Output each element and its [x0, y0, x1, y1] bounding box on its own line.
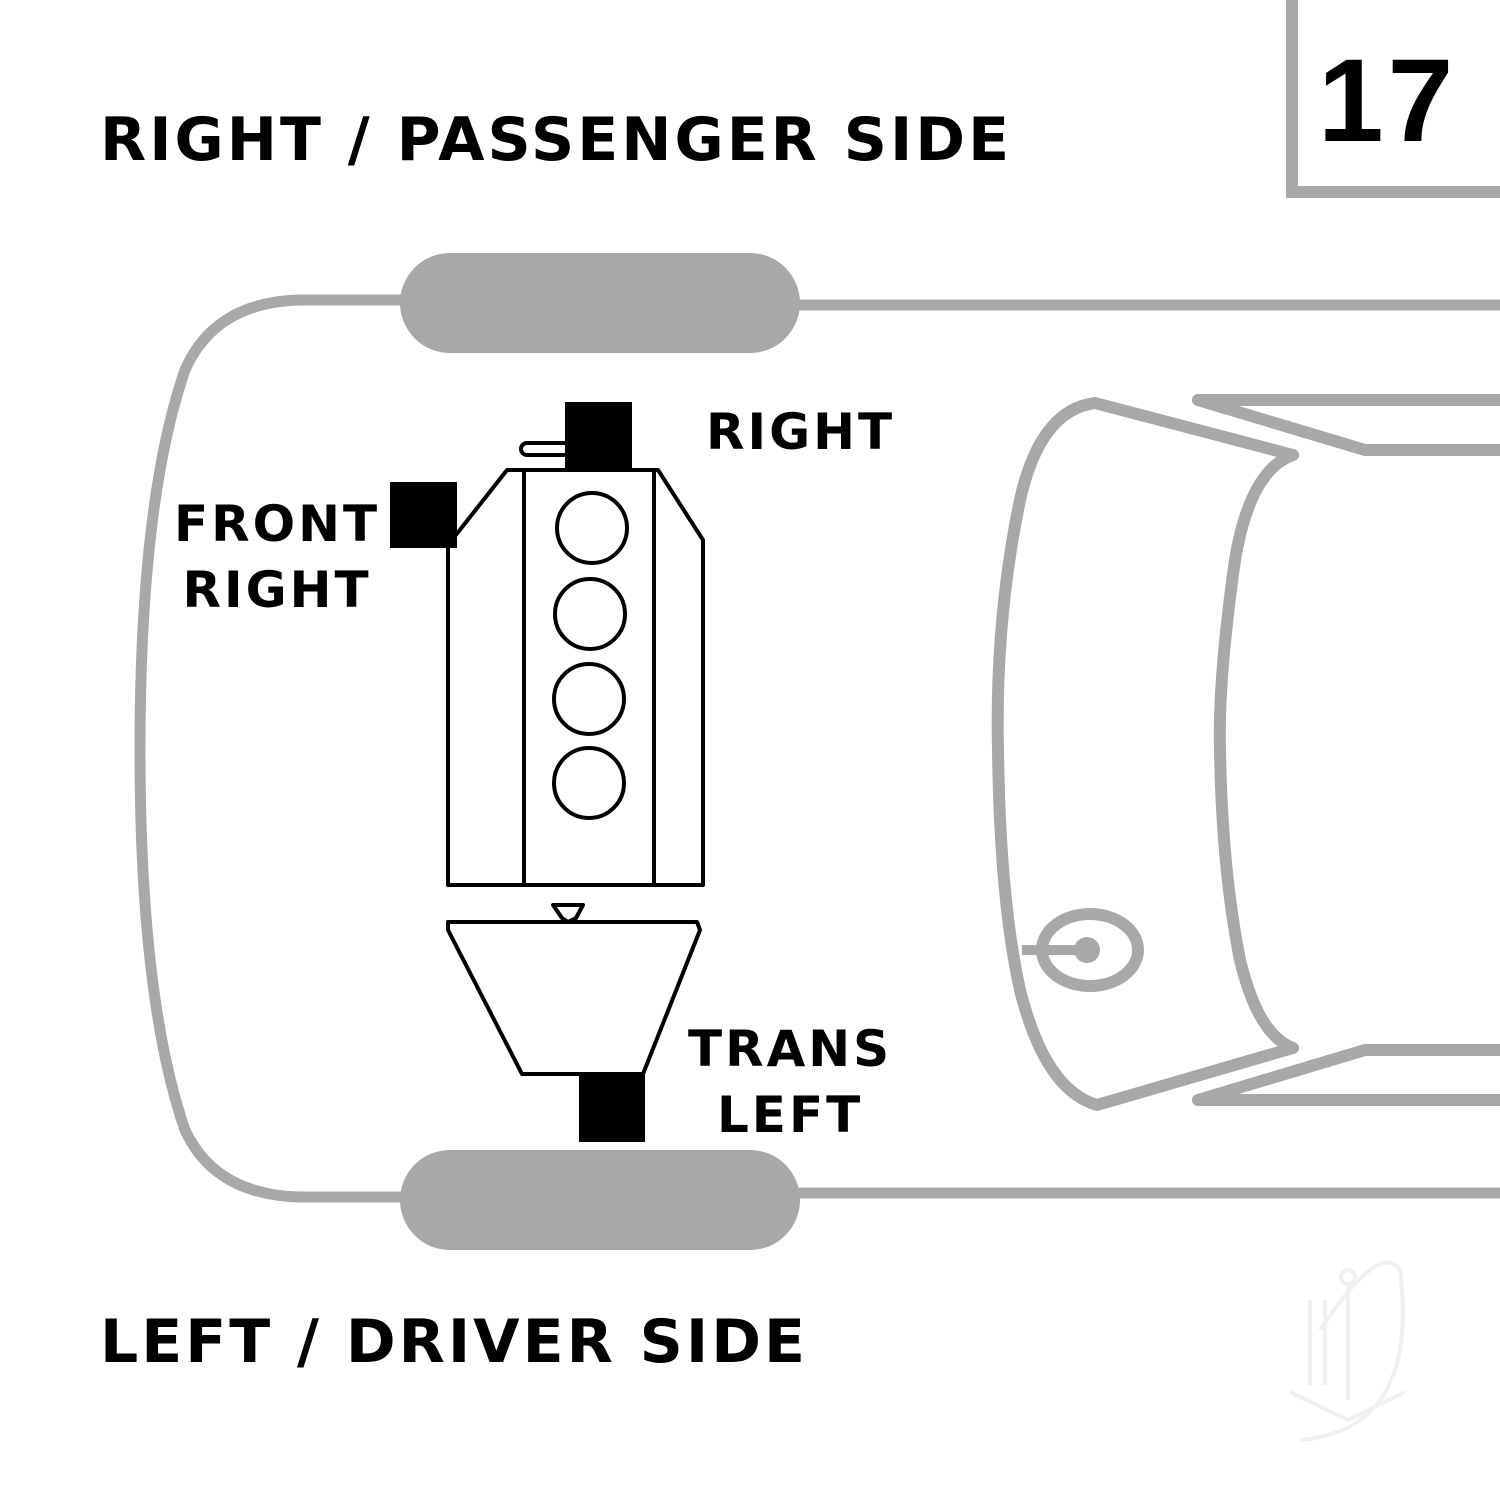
- diagram-number-frame: [1286, 0, 1500, 198]
- mount-label-line: TRANS: [688, 1020, 893, 1078]
- cylinder-3: [552, 662, 626, 736]
- cylinder-2: [553, 577, 627, 651]
- diagram-number: 17: [1318, 35, 1458, 167]
- coupling-icon: [551, 903, 585, 924]
- anchor-logo-watermark: [1289, 1260, 1406, 1442]
- mount-label-line: RIGHT: [182, 561, 372, 619]
- front-right-mount-marker: [390, 482, 457, 548]
- engine-cylinders: [552, 491, 629, 820]
- cylinder-1: [555, 491, 629, 565]
- mount-label-line: RIGHT: [706, 403, 896, 461]
- right-mount-marker: [565, 402, 632, 468]
- mount-label-line: FRONT: [174, 495, 381, 553]
- transmission: [446, 903, 702, 1076]
- windshield-outline: [991, 394, 1500, 1111]
- front-left-wheel: [400, 1150, 800, 1250]
- front-right-mount-label: FRONT RIGHT: [174, 491, 380, 623]
- trans-left-mount-marker: [579, 1075, 645, 1142]
- driver-side-label: LEFT / DRIVER SIDE: [100, 1307, 808, 1377]
- right-mount-label: RIGHT: [706, 407, 895, 457]
- front-right-wheel: [400, 253, 800, 353]
- car-body-outline: [134, 294, 1500, 1203]
- mount-label-line: LEFT: [716, 1086, 864, 1144]
- cylinder-4: [552, 746, 626, 820]
- fuel-cap-icon: [1022, 908, 1144, 992]
- trans-left-mount-label: TRANS LEFT: [688, 1016, 892, 1148]
- passenger-side-label: RIGHT / PASSENGER SIDE: [100, 105, 1013, 175]
- engine-block: [446, 441, 705, 887]
